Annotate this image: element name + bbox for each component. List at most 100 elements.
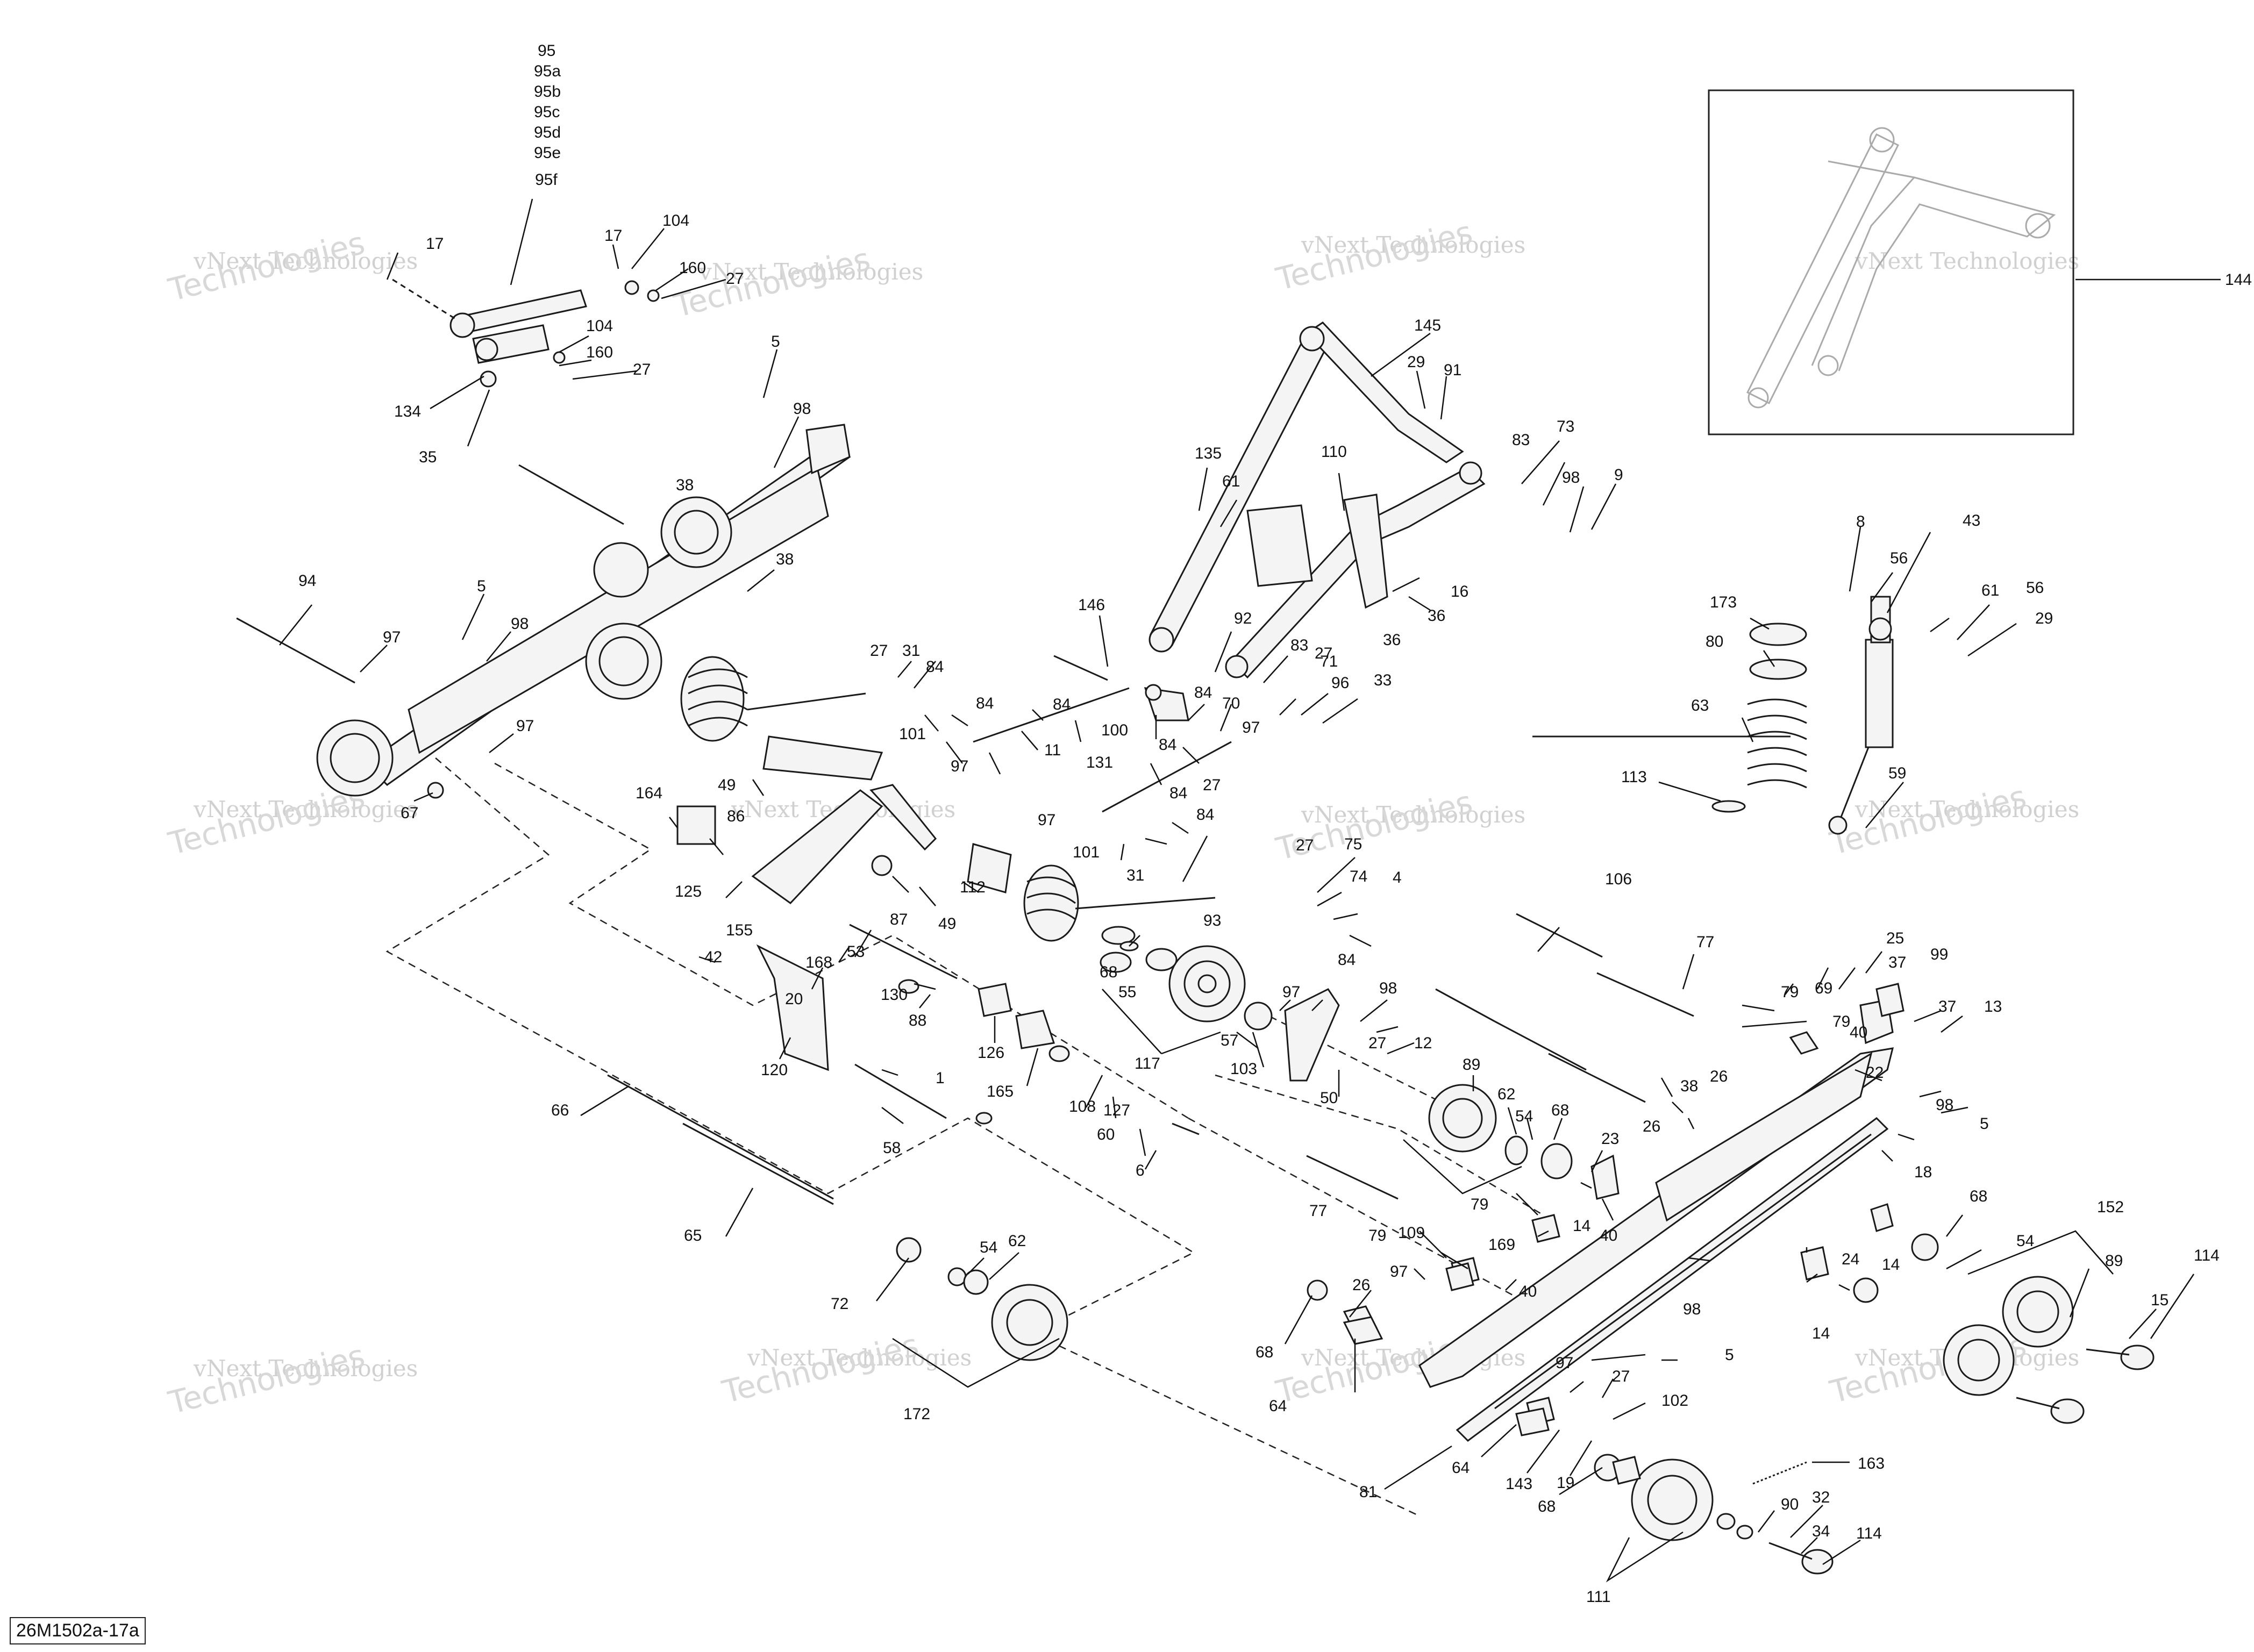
callout-label: 163 (1858, 1455, 1885, 1472)
callout-label: 36 (1383, 631, 1401, 649)
watermark: Technologies (165, 224, 368, 308)
callout-label: 64 (1452, 1459, 1470, 1477)
callout-label: 97 (383, 628, 401, 646)
callout-label: 19 (1557, 1474, 1574, 1492)
callout-label: 104 (586, 317, 613, 335)
callout-label: 27 (726, 270, 744, 288)
callout-label: 63 (1691, 697, 1709, 714)
callout-label: 58 (883, 1139, 901, 1157)
callout-label: 34 (1812, 1522, 1830, 1540)
callout-label: 111 (1586, 1588, 1611, 1606)
callout-label: 11 (1044, 741, 1061, 759)
callout-label: 110 (1321, 443, 1347, 461)
callout-label: 126 (978, 1044, 1004, 1062)
callout-95-group: 95 95a 95b 95c 95d 95e 95f (534, 42, 561, 189)
callout-label: 103 (1230, 1060, 1257, 1078)
callout-label: 57 (1221, 1032, 1238, 1049)
callout-label: 49 (718, 776, 736, 794)
watermark: vNext Technologies (698, 259, 923, 285)
callout-label: 74 (1350, 868, 1367, 885)
callout-label: 25 (1886, 929, 1904, 947)
callout-label: 5 (1725, 1346, 1734, 1364)
callout-label: 95 (538, 42, 555, 60)
callout-label: 84 (926, 658, 944, 676)
callout-label: 68 (1256, 1343, 1273, 1361)
callout-label: 97 (1282, 983, 1300, 1001)
callout-label: 145 (1414, 317, 1441, 334)
callout-label: 37 (1938, 998, 1956, 1015)
callout-label: 73 (1557, 418, 1574, 435)
watermark: Technologies (1826, 778, 2030, 862)
callout-label: 27 (870, 642, 888, 660)
callout-label: 84 (1194, 684, 1212, 702)
callout-label: 101 (899, 725, 926, 743)
callout-label: 89 (1463, 1056, 1480, 1074)
slide-rail (1418, 999, 1894, 1442)
callout-label: 86 (727, 807, 745, 825)
callout-label: 60 (1097, 1126, 1115, 1143)
callout-label: 24 (1842, 1250, 1859, 1268)
callout-label: 36 (1428, 607, 1445, 625)
callout-label: 143 (1506, 1475, 1532, 1493)
callout-label: 100 (1101, 721, 1128, 739)
callout-label: 144 (2225, 271, 2252, 289)
callout-label: 84 (1159, 736, 1176, 754)
callout-label: 49 (938, 915, 956, 933)
callout-label: 91 (1444, 361, 1461, 379)
callout-label: 20 (785, 990, 803, 1008)
callout-label: 59 (1888, 764, 1906, 782)
callout-label: 17 (604, 227, 622, 245)
callout-label: 169 (1488, 1236, 1515, 1254)
callout-label: 104 (662, 212, 689, 230)
misc-left (1307, 735, 1791, 1485)
callout-label: 113 (1621, 768, 1647, 786)
callout-label: 56 (1890, 549, 1908, 567)
callout-label: 77 (1696, 933, 1714, 951)
watermark: vNext Technologies (1301, 232, 1525, 258)
callout-label: 84 (1338, 951, 1356, 969)
torsion-spring-left (680, 656, 1012, 904)
callout-label: 84 (976, 695, 994, 712)
callout-label: 97 (1038, 811, 1055, 829)
callout-label: 97 (516, 717, 534, 735)
callout-label: 29 (2035, 610, 2053, 627)
callout-label: 80 (1706, 633, 1723, 650)
callout-label: 102 (1661, 1392, 1688, 1410)
callout-label: 32 (1812, 1489, 1830, 1506)
callout-label: 15 (2151, 1291, 2169, 1309)
callout-label: 83 (1290, 637, 1308, 654)
callout-label: 31 (1126, 867, 1144, 884)
callout-label: 40 (1600, 1227, 1617, 1245)
callout-label: 79 (1832, 1013, 1850, 1031)
callout-label: 79 (1781, 983, 1799, 1001)
callout-label: 56 (2026, 579, 2044, 597)
callout-labels: 95 95a 95b 95c 95d 95e 95f 17 17 104 160… (298, 42, 2252, 1606)
callout-label: 84 (1169, 784, 1187, 802)
callout-label: 16 (1451, 583, 1468, 600)
callout-label: 65 (684, 1227, 702, 1245)
watermark: vNext Technologies (1854, 248, 2079, 274)
callout-label: 114 (2194, 1247, 2220, 1264)
callout-label: 54 (2016, 1232, 2034, 1250)
callout-label: 14 (1812, 1325, 1830, 1342)
callout-label: 70 (1222, 695, 1240, 712)
front-arm-145 (1149, 321, 1486, 679)
callout-label: 27 (633, 361, 651, 378)
callout-label: 95d (534, 124, 561, 141)
callout-label: 130 (881, 986, 908, 1004)
callout-label: 90 (1781, 1496, 1799, 1513)
callout-label: 96 (1331, 674, 1349, 692)
callout-label: 61 (1981, 582, 1999, 599)
callout-label: 26 (1352, 1276, 1370, 1294)
callout-label: 135 (1195, 445, 1222, 462)
callout-label: 172 (903, 1405, 930, 1423)
callout-label: 81 (1359, 1483, 1377, 1501)
callout-label: 4 (1393, 869, 1402, 886)
callout-label: 5 (477, 577, 486, 595)
callout-label: 83 (1512, 431, 1530, 449)
callout-label: 160 (679, 259, 706, 277)
callout-label: 79 (1368, 1227, 1386, 1245)
callout-label: 29 (1407, 353, 1425, 371)
callout-label: 31 (902, 642, 920, 660)
